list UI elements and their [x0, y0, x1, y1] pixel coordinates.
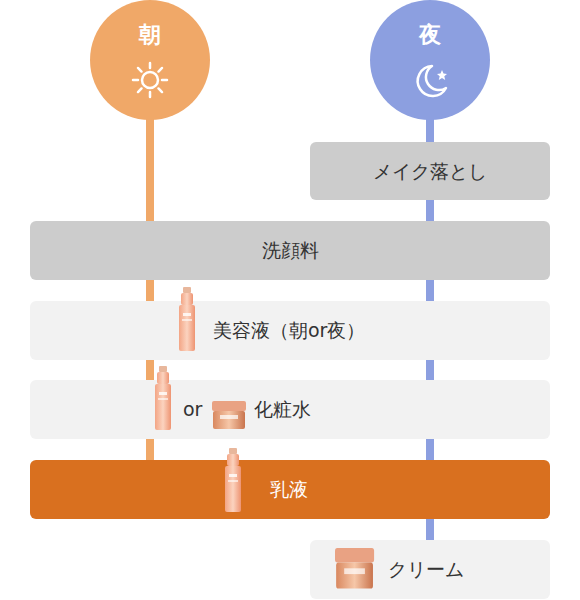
- time-circle: 夜: [370, 0, 490, 120]
- step-label: 乳液: [270, 478, 308, 501]
- timeline-line: [146, 437, 154, 462]
- timeline-line: [426, 517, 434, 542]
- sun-icon: [90, 0, 210, 120]
- step-label: クリーム: [388, 558, 464, 581]
- step-label: or: [183, 398, 202, 421]
- step-label: メイク落とし: [373, 160, 487, 183]
- step-label: 洗顔料: [262, 239, 319, 262]
- time-label: 夜: [419, 22, 441, 48]
- step-box: 乳液: [30, 460, 550, 519]
- timeline-line: [426, 358, 434, 382]
- timeline-line: [426, 198, 434, 223]
- step-box: クリーム: [310, 540, 550, 599]
- step-box: or 化粧水: [30, 380, 550, 439]
- timeline-line: [146, 358, 154, 382]
- step-label: 美容液（朝or夜）: [213, 319, 365, 342]
- step-box: 美容液（朝or夜）: [30, 301, 550, 360]
- timeline-line: [426, 278, 434, 303]
- timeline-line: [146, 118, 154, 223]
- timeline-line: [146, 278, 154, 303]
- step-label: 化粧水: [254, 398, 311, 421]
- timeline-line: [426, 437, 434, 462]
- step-box: メイク落とし: [310, 142, 550, 200]
- time-label: 朝: [139, 22, 161, 48]
- timeline-line: [426, 118, 434, 144]
- time-circle: 朝: [90, 0, 210, 120]
- step-box: 洗顔料: [30, 221, 550, 280]
- moon-icon: [370, 0, 490, 120]
